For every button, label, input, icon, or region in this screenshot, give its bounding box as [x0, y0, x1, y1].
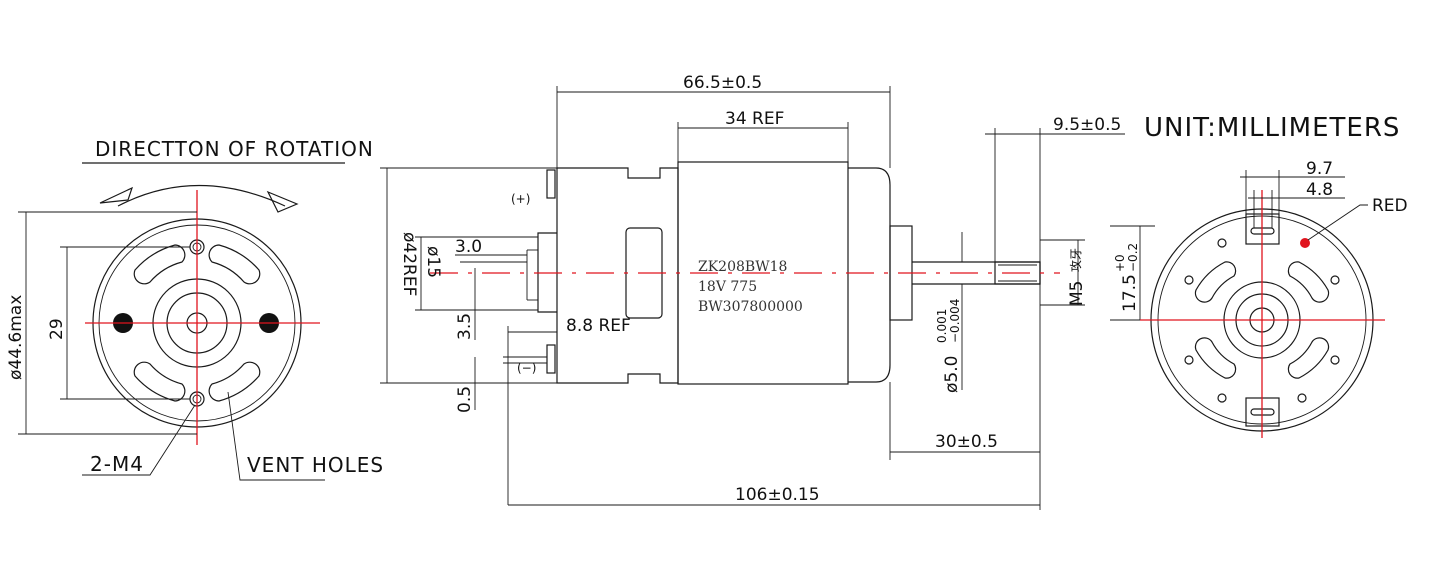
dim-tab-gap: 8.8 REF — [566, 316, 631, 336]
dim-flat-width: 17.5 — [1120, 274, 1140, 312]
dim-terminal-width: 9.7 — [1306, 159, 1333, 179]
rear-slot-1 — [1194, 261, 1237, 303]
dim-front-diameter: ø44.6max — [6, 295, 26, 380]
terminal-positive — [546, 169, 556, 199]
terminal-pos-label: (+) — [511, 192, 530, 206]
terminal-neg-label: (−) — [517, 361, 536, 375]
rear-slot-3 — [1194, 337, 1237, 379]
dim-shaft-tol-lower: −0.004 — [948, 299, 962, 343]
rotation-title: DIRECTTON OF ROTATION — [95, 137, 374, 161]
units-label: UNIT:MILLIMETERS — [1144, 113, 1400, 143]
motor-part-number: BW307800000 — [698, 299, 803, 315]
dim-can-length: 34 REF — [725, 109, 784, 129]
motor-voltage: 18V 775 — [698, 279, 757, 295]
label-vent-holes: VENT HOLES — [247, 453, 384, 477]
dim-boss-length: 3.0 — [455, 237, 482, 257]
rotation-arrow-right — [266, 190, 299, 213]
label-red: RED — [1372, 196, 1408, 216]
vent-slot-4 — [208, 361, 261, 402]
dim-shaft-diameter: ø5.0 — [942, 356, 962, 393]
rotation-arc — [117, 184, 286, 207]
label-mount-holes: 2-M4 — [90, 452, 144, 476]
dim-tab-thickness: 0.5 — [455, 386, 475, 413]
red-polarity-marker — [1300, 238, 1310, 248]
dim-terminal-slot: 4.8 — [1306, 180, 1333, 200]
dim-body-length: 66.5±0.5 — [683, 73, 762, 93]
dim-flat-tol-lower: −0.2 — [1126, 243, 1140, 272]
end-cap — [556, 167, 679, 384]
front-bell — [848, 167, 891, 383]
vent-slot-1 — [133, 244, 186, 285]
vent-slot-2 — [208, 244, 261, 285]
rotation-arrow-left — [99, 186, 134, 204]
rear-view: UNIT:MILLIMETERS RED — [1140, 113, 1408, 438]
leader-red — [1307, 204, 1368, 241]
dim-terminal-offset: 3.5 — [455, 313, 475, 340]
rear-slot-4 — [1287, 337, 1330, 379]
dim-thread-length: 9.5±0.5 — [1053, 115, 1121, 135]
dim-thread: M5 — [1067, 281, 1087, 306]
leader-vent — [227, 391, 325, 481]
side-view: ZK208BW18 18V 775 BW307800000 (+) (−) 66… — [380, 73, 1155, 510]
dim-overall-length: 106±0.15 — [735, 485, 820, 505]
dim-shaft-tol-upper: 0.001 — [935, 309, 949, 343]
dim-shaft-length: 30±0.5 — [935, 432, 998, 452]
dim-body-diameter: ø42REF — [399, 232, 419, 296]
dim-boss-diameter: ø15 — [423, 246, 443, 278]
front-view: DIRECTTON OF ROTATION ø44.6max — [6, 137, 384, 481]
dim-thread-note: 攻牙 — [1069, 248, 1083, 272]
vent-slot-3 — [133, 361, 186, 402]
terminal-negative — [546, 344, 556, 374]
rear-slot-2 — [1287, 261, 1330, 303]
motor-model: ZK208BW18 — [698, 259, 787, 275]
dim-flat-tol-upper: +0 — [1113, 254, 1127, 272]
leader-mount — [82, 404, 196, 476]
dim-hole-spacing: 29 — [47, 318, 67, 340]
